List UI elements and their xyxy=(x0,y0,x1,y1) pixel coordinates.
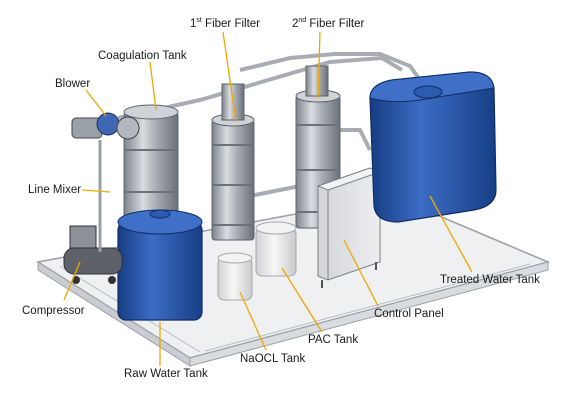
raw-water-tank-shape xyxy=(117,209,203,321)
fiber-filter-1-shape xyxy=(211,83,255,241)
compressor-shape xyxy=(63,225,123,284)
label-naocl-tank: NaOCL Tank xyxy=(240,353,306,365)
label-control-panel: Control Panel xyxy=(374,308,444,320)
label-blower: Blower xyxy=(55,78,91,90)
label-coagulation-tank: Coagulation Tank xyxy=(98,50,187,62)
control-panel-shape xyxy=(316,167,382,288)
label-compressor: Compressor xyxy=(22,305,85,317)
leader-lines xyxy=(63,31,473,366)
label-pac-tank: PAC Tank xyxy=(308,334,359,346)
naocl-tank-shape xyxy=(217,252,253,301)
label-treated-water-tank: Treated Water Tank xyxy=(440,274,540,286)
coagulation-tank-shape xyxy=(123,104,179,241)
pac-tank-shape xyxy=(255,221,297,277)
label-raw-water-tank: Raw Water Tank xyxy=(124,368,208,380)
label-2nd-fiber-filter: 2nd Fiber Filter xyxy=(292,17,365,30)
treated-water-tank-shape xyxy=(369,71,497,223)
blower-shape xyxy=(71,112,140,252)
label-1st-fiber-filter: 1st Fiber Filter xyxy=(190,17,261,30)
label-line-mixer: Line Mixer xyxy=(28,184,82,196)
